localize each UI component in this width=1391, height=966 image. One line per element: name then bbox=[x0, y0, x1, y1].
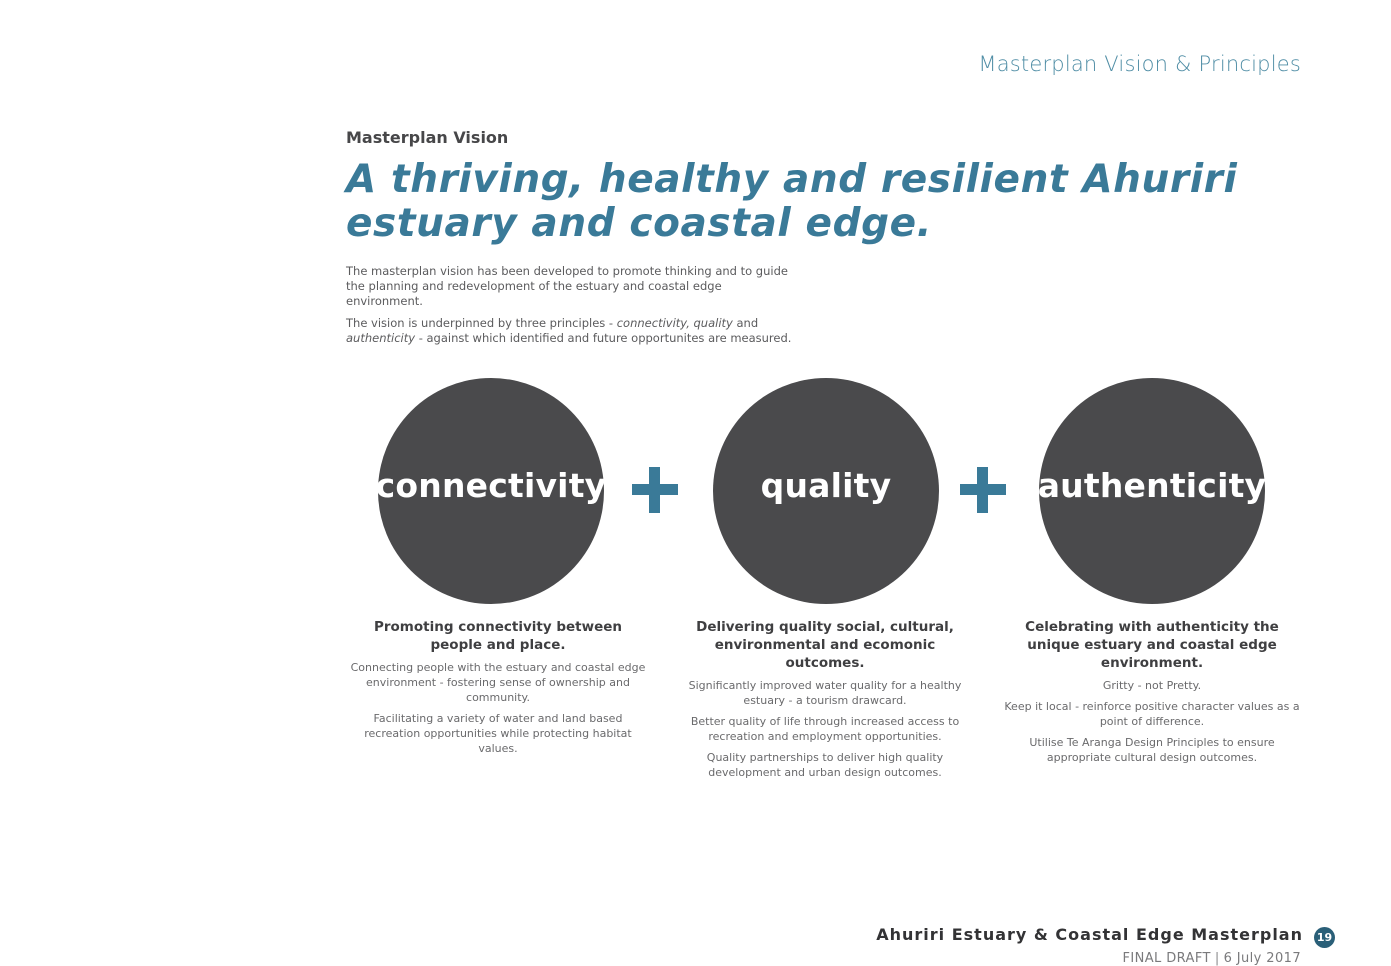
plus-icon bbox=[632, 467, 678, 513]
intro-text-part: The vision is underpinned by three princ… bbox=[346, 316, 617, 330]
footer-date: 6 July 2017 bbox=[1223, 951, 1301, 966]
intro-emphasis-connectivity-quality: connectivity, quality bbox=[616, 316, 733, 330]
footer-separator: | bbox=[1214, 951, 1220, 966]
principle-word: connectivity bbox=[375, 465, 607, 505]
principle-point: Better quality of life through increased… bbox=[690, 715, 960, 743]
principle-word: authenticity bbox=[1037, 465, 1267, 505]
principle-point: Quality partnerships to deliver high qua… bbox=[706, 751, 944, 779]
principle-point: Gritty - not Pretty. bbox=[1102, 679, 1202, 692]
page-number-badge: 19 bbox=[1314, 927, 1335, 948]
intro-text-part: and bbox=[732, 316, 759, 330]
vision-label: Masterplan Vision bbox=[346, 128, 509, 147]
principle-word: quality bbox=[760, 465, 892, 505]
draft-status: FINAL DRAFT bbox=[1122, 951, 1211, 966]
footer-document-title: Ahuriri Estuary & Coastal Edge Masterpla… bbox=[876, 925, 1303, 944]
vision-headline: A thriving, healthy and resilient Ahurir… bbox=[346, 157, 1238, 246]
principle-column-quality: Delivering quality social, cultural, env… bbox=[675, 618, 975, 786]
principle-circle-authenticity: authenticity bbox=[1037, 378, 1267, 604]
principle-circle-quality: quality bbox=[713, 378, 939, 604]
section-title: Masterplan Vision & Principles bbox=[978, 52, 1301, 76]
principle-point: Connecting people with the estuary and c… bbox=[350, 661, 646, 704]
intro-paragraph-2: The vision is underpinned by three princ… bbox=[346, 316, 796, 346]
principle-heading: Celebrating with authenticity the unique… bbox=[1025, 619, 1279, 671]
principle-column-connectivity: Promoting connectivity between people an… bbox=[348, 618, 648, 762]
intro-text-part: - against which identified and future op… bbox=[415, 331, 792, 345]
principle-point: Utilise Te Aranga Design Principles to e… bbox=[1029, 736, 1275, 764]
principle-heading: Promoting connectivity between people an… bbox=[373, 619, 622, 653]
principle-heading: Delivering quality social, cultural, env… bbox=[696, 619, 954, 671]
intro-emphasis-authenticity: authenticity bbox=[346, 331, 416, 345]
principle-point: Significantly improved water quality for… bbox=[688, 679, 962, 707]
principle-circle-connectivity: connectivity bbox=[375, 378, 607, 604]
plus-icon bbox=[960, 467, 1006, 513]
footer-status: FINAL DRAFT|6 July 2017 bbox=[1123, 951, 1302, 966]
intro-paragraph-1: The masterplan vision has been developed… bbox=[346, 264, 788, 308]
principle-point: Keep it local - reinforce positive chara… bbox=[1004, 700, 1300, 728]
intro-text: The masterplan vision has been developed… bbox=[346, 264, 796, 353]
principle-point: Facilitating a variety of water and land… bbox=[364, 712, 632, 755]
principle-column-authenticity: Celebrating with authenticity the unique… bbox=[1002, 618, 1302, 771]
